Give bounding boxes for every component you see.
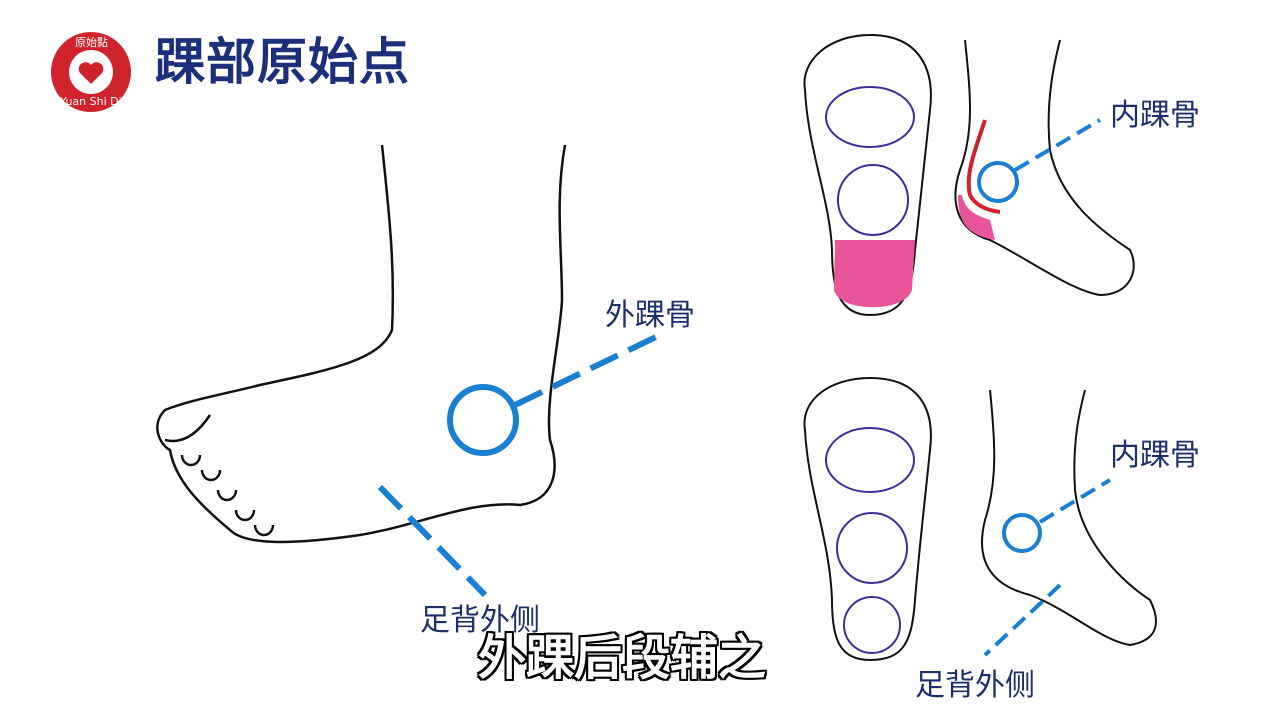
top-right-markers [977,118,1102,203]
label-inner-ankle-bottom: 内踝骨 [1110,438,1200,473]
sole-drawing-bottom [803,376,1157,662]
main-markers [377,332,662,598]
label-foot-dorsum-outer: 足背外侧 [420,603,540,638]
label-foot-dorsum-outer-bottom: 足背外侧 [915,668,1035,703]
svg-text:原始點: 原始點 [75,35,108,49]
sole-drawing-top [803,33,1135,317]
logo: 原始點 Yuan Shi Dian [51,32,135,112]
label-outer-ankle: 外踝骨 [605,298,695,333]
label-inner-ankle-top: 内踝骨 [1110,98,1200,133]
bottom-right-markers [983,478,1112,657]
subtitle-caption: 外踝后段辅之 [478,630,767,686]
svg-text:Yuan Shi Dian: Yuan Shi Dian [59,95,135,108]
main-foot-drawing [156,144,567,544]
page-title: 踝部原始点 [155,33,410,91]
